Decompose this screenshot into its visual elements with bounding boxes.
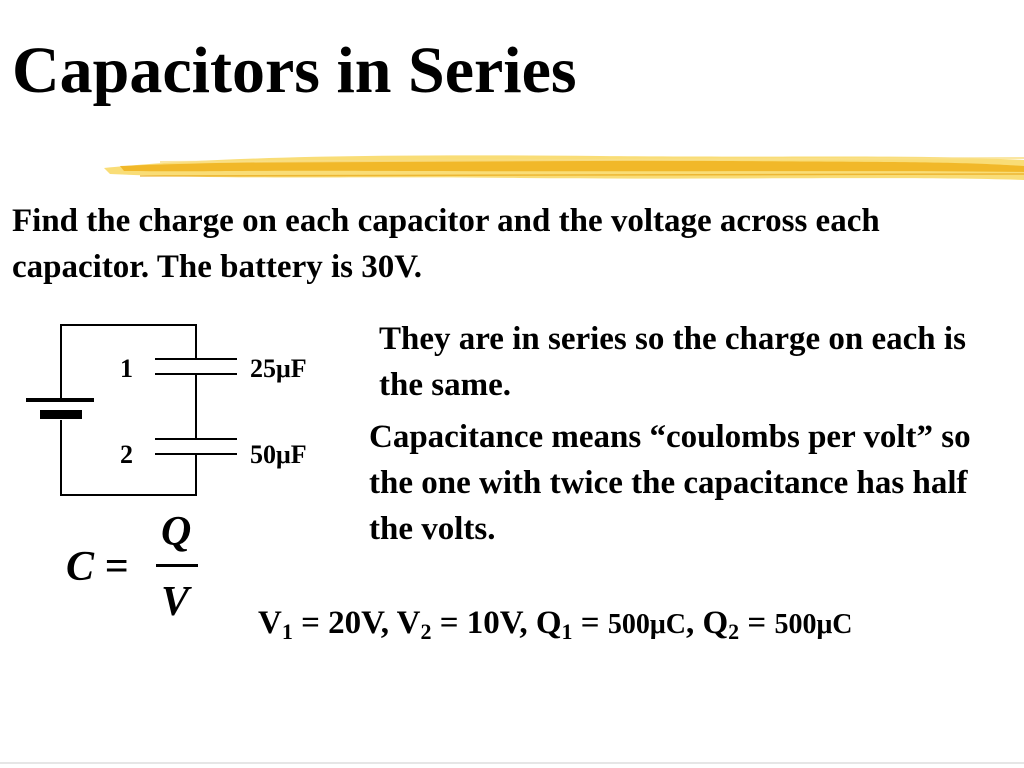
- capacitor-2-value: 50μF: [250, 440, 307, 469]
- answer-separator: ,: [685, 605, 703, 641]
- capacitor-1-symbol: [155, 358, 237, 375]
- capacitor-1-value: 25μF: [250, 354, 307, 383]
- explanation-capacitance: Capacitance means “coulombs per volt” so…: [369, 419, 971, 547]
- answer-v2-value: = 10V,: [431, 605, 536, 641]
- answer-q1-symbol: Q: [535, 605, 562, 641]
- fraction-bar: [156, 564, 198, 567]
- answer-v1-symbol: V: [258, 605, 282, 641]
- answer-q1-value: 500μC: [607, 609, 686, 640]
- capacitance-formula: C = Q V: [66, 508, 206, 628]
- answer-q2-equals: =: [739, 605, 775, 641]
- capacitor-2-label: 2: [120, 440, 133, 469]
- formula-numerator: Q: [161, 509, 192, 555]
- circuit-wire: [60, 420, 197, 496]
- slide-title: Capacitors in Series: [12, 34, 577, 107]
- answer-v1-subscript: 1: [281, 619, 293, 644]
- capacitor-2-symbol: [155, 438, 237, 455]
- series-circuit-diagram: [26, 324, 237, 496]
- battery-icon: [26, 398, 94, 419]
- answer-q1-equals: =: [572, 605, 608, 641]
- answer-q2-symbol: Q: [702, 605, 729, 641]
- capacitor-1-label: 1: [120, 354, 133, 383]
- title-highlight-stroke: [104, 155, 1024, 180]
- answer-v1-value: = 20V,: [292, 605, 397, 641]
- answer-v2-symbol: V: [396, 605, 421, 641]
- answer-line: V1 = 20V, V2 = 10V, Q1 = 500μC, Q2 = 500…: [258, 600, 1018, 648]
- answer-v2-subscript: 2: [420, 619, 432, 644]
- circuit-wire: [60, 324, 197, 398]
- slide-bottom-edge: [0, 762, 1024, 764]
- explanation-charge: They are in series so the charge on each…: [379, 321, 966, 403]
- answer-q2-subscript: 2: [728, 619, 740, 644]
- formula-denominator: V: [161, 579, 190, 625]
- formula-lhs: C =: [66, 544, 129, 590]
- problem-statement: Find the charge on each capacitor and th…: [12, 203, 880, 285]
- answer-q2-value: 500μC: [774, 609, 853, 640]
- answer-q1-subscript: 1: [561, 619, 573, 644]
